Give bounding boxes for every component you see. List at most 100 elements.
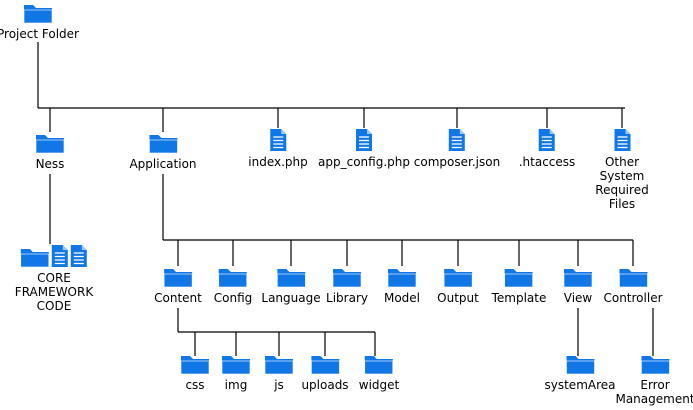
folder-node-application: Application [129,132,197,171]
file-icon [70,244,88,268]
node-icons [35,132,65,154]
node-label: Output [437,288,479,305]
node-label: js [274,375,284,392]
node-icons [23,2,53,24]
folder-icon [565,353,595,375]
node-label: img [225,375,248,392]
folder-icon [504,266,534,288]
node-label-text: index.php [248,155,308,169]
node-label-text: Content [154,291,202,305]
file-icon [269,128,287,152]
node-label: Project Folder [0,24,79,41]
node-icons [618,266,648,288]
file-icon [355,128,373,152]
folder-node-css: css [180,353,210,392]
folder-node-js: js [264,353,294,392]
node-label-text: Language [261,291,321,305]
node-label: widget [359,375,399,392]
node-label: index.php [248,152,307,169]
node-icons [364,353,394,375]
node-label-text: Project Folder [0,27,79,41]
folder-icon [221,353,251,375]
folder-node-uploads: uploads [301,353,349,392]
node-icons [563,266,593,288]
folder-icon [218,266,248,288]
node-icons [448,128,466,152]
folder-icon [23,2,53,24]
node-label: uploads [301,375,348,392]
node-label: Language [261,288,320,305]
node-icons [640,353,670,375]
folder-node-template: Template [492,266,547,305]
node-label-text: View [563,291,593,305]
folder-node-library: Library [326,266,368,305]
node-label: Config [214,288,253,305]
node-label-line: Required Files [595,183,649,211]
folder-node-view: View [563,266,593,305]
node-label-text: widget [358,378,400,392]
node-label-line: FRAMEWORK [14,285,94,299]
file-node-composer: composer.json [414,128,500,169]
node-icons [310,353,340,375]
node-icons [443,266,473,288]
folder-icon [640,353,670,375]
node-label: Library [326,288,368,305]
file-node-index: index.php [248,128,308,169]
folder-node-model: Model [384,266,420,305]
folder-icon [364,353,394,375]
folder-icon [276,266,306,288]
node-label: .htaccess [519,152,576,169]
node-label-text: Ness [35,157,65,171]
node-icons [504,266,534,288]
node-label-line: CODE [36,299,72,313]
node-label-line: Other System [599,155,645,183]
folder-node-language: Language [261,266,321,305]
file-icon [51,244,69,268]
node-icons [269,128,287,152]
file-icon [613,128,631,152]
node-label: systemArea [545,375,616,392]
node-label-text: Controller [603,291,663,305]
node-icons [221,353,251,375]
node-label-text: Model [383,291,421,305]
folder-node-systemarea: systemArea [545,353,616,392]
node-label-text: .htaccess [518,155,576,169]
node-label: css [185,375,204,392]
node-label: View [564,288,592,305]
node-icons [264,353,294,375]
node-label: Application [129,154,196,171]
node-label-text: Config [213,291,253,305]
node-label-text: uploads [301,378,349,392]
folder-node-img: img [221,353,251,392]
folder-node-content: Content [154,266,202,305]
file-icon [538,128,556,152]
node-label-text: img [224,378,248,392]
node-label-line: Management [615,392,693,406]
node-label-text: Library [326,291,368,305]
node-label-text: js [274,378,284,392]
file-node-htaccess: .htaccess [519,128,576,169]
folder-node-output: Output [437,266,479,305]
folder-icon [180,353,210,375]
node-label-text: Application [129,157,197,171]
node-icons [163,266,193,288]
node-label: app_config.php [318,152,410,169]
folder-icon [387,266,417,288]
node-label-line: Error [640,378,670,392]
folder-node-widget: widget [359,353,399,392]
node-label: composer.json [414,152,500,169]
folder-node-root: Project Folder [0,2,79,41]
folder-node-controller: Controller [603,266,663,305]
node-label: Template [492,288,547,305]
node-label: Content [154,288,202,305]
folder-icon [563,266,593,288]
node-label-text: composer.json [413,155,501,169]
node-label: Ness [36,154,65,171]
